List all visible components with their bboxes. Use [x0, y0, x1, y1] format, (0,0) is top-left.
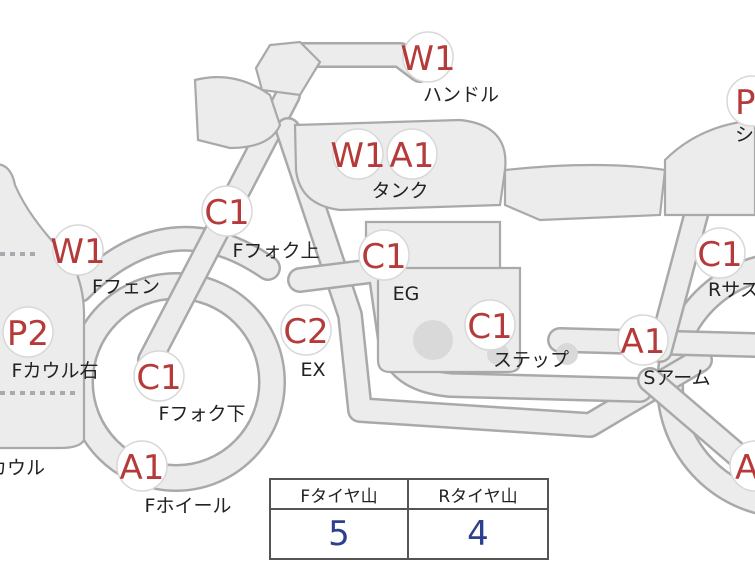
badge-s-arm-a1: A1	[617, 314, 669, 366]
badge-f-fender-w1: W1	[50, 224, 106, 276]
motorcycle-illustration	[0, 40, 755, 515]
value-front-tire: 5	[271, 510, 409, 558]
badge-f-fork-bot-c1-text: C1	[136, 358, 181, 398]
badge-f-cowl-r-p2: P2	[2, 306, 54, 358]
badge-eg-c1-text: C1	[361, 237, 406, 277]
value-rear-tire: 4	[467, 514, 489, 554]
badge-step-c1-text: C1	[467, 307, 512, 347]
label-seat: シ	[735, 124, 754, 146]
label-f-wheel: Fホイール	[145, 495, 232, 517]
label-r-sus: Rサス	[708, 279, 755, 301]
label-handle: ハンドル	[423, 84, 499, 106]
badge-r-sus-c1-text: C1	[697, 235, 742, 275]
label-s-arm: Sアーム	[643, 367, 710, 389]
badge-tank-a1-text: A1	[390, 136, 435, 176]
label-f-cowl-r: Fカウル右	[12, 360, 99, 382]
badge-f-fender-w1-text: W1	[50, 232, 105, 272]
badge-f-cowl-r-p2-text: P2	[7, 314, 49, 354]
badge-handle-w1: W1	[400, 31, 456, 83]
badge-rear-a-text: A	[735, 448, 755, 488]
badge-tank-w1-text: W1	[330, 136, 385, 176]
badge-f-wheel-a1-text: A1	[120, 448, 165, 488]
label-step: ステップ	[493, 349, 569, 371]
badge-handle-w1-text: W1	[400, 39, 455, 79]
badge-tank-w1: W1	[330, 128, 386, 180]
label-f-fork-top: Fフォク上	[233, 240, 320, 262]
badge-ex-c2-text: C2	[283, 312, 328, 352]
label-ex: EX	[300, 359, 325, 381]
badge-ex-c2: C2	[280, 304, 332, 356]
badge-f-fork-top-c1-text: C1	[204, 193, 249, 233]
label-f-fender: Fフェン	[92, 276, 160, 298]
badge-s-arm-a1-text: A1	[621, 322, 666, 362]
label-cowl: カウル	[0, 457, 45, 479]
badge-seat-p: P	[726, 75, 755, 127]
header-rear-tire: Rタイヤ山	[409, 480, 547, 510]
badge-step-c1: C1	[464, 299, 516, 351]
label-tank: タンク	[371, 180, 428, 202]
badge-f-fork-bot-c1: C1	[133, 350, 185, 402]
label-eg: EG	[393, 283, 420, 305]
tire-tread-table: Fタイヤ山 Rタイヤ山 5 4	[269, 478, 549, 560]
header-front-tire: Fタイヤ山	[271, 480, 409, 510]
badge-rear-a: A	[729, 440, 755, 492]
badge-seat-p-text: P	[735, 83, 755, 123]
badge-tank-a1: A1	[386, 128, 438, 180]
label-f-fork-bot: Fフォク下	[159, 403, 246, 425]
badge-f-fork-top-c1: C1	[201, 185, 253, 237]
badge-r-sus-c1: C1	[694, 227, 746, 279]
badge-f-wheel-a1: A1	[116, 440, 168, 492]
badge-eg-c1: C1	[358, 229, 410, 281]
